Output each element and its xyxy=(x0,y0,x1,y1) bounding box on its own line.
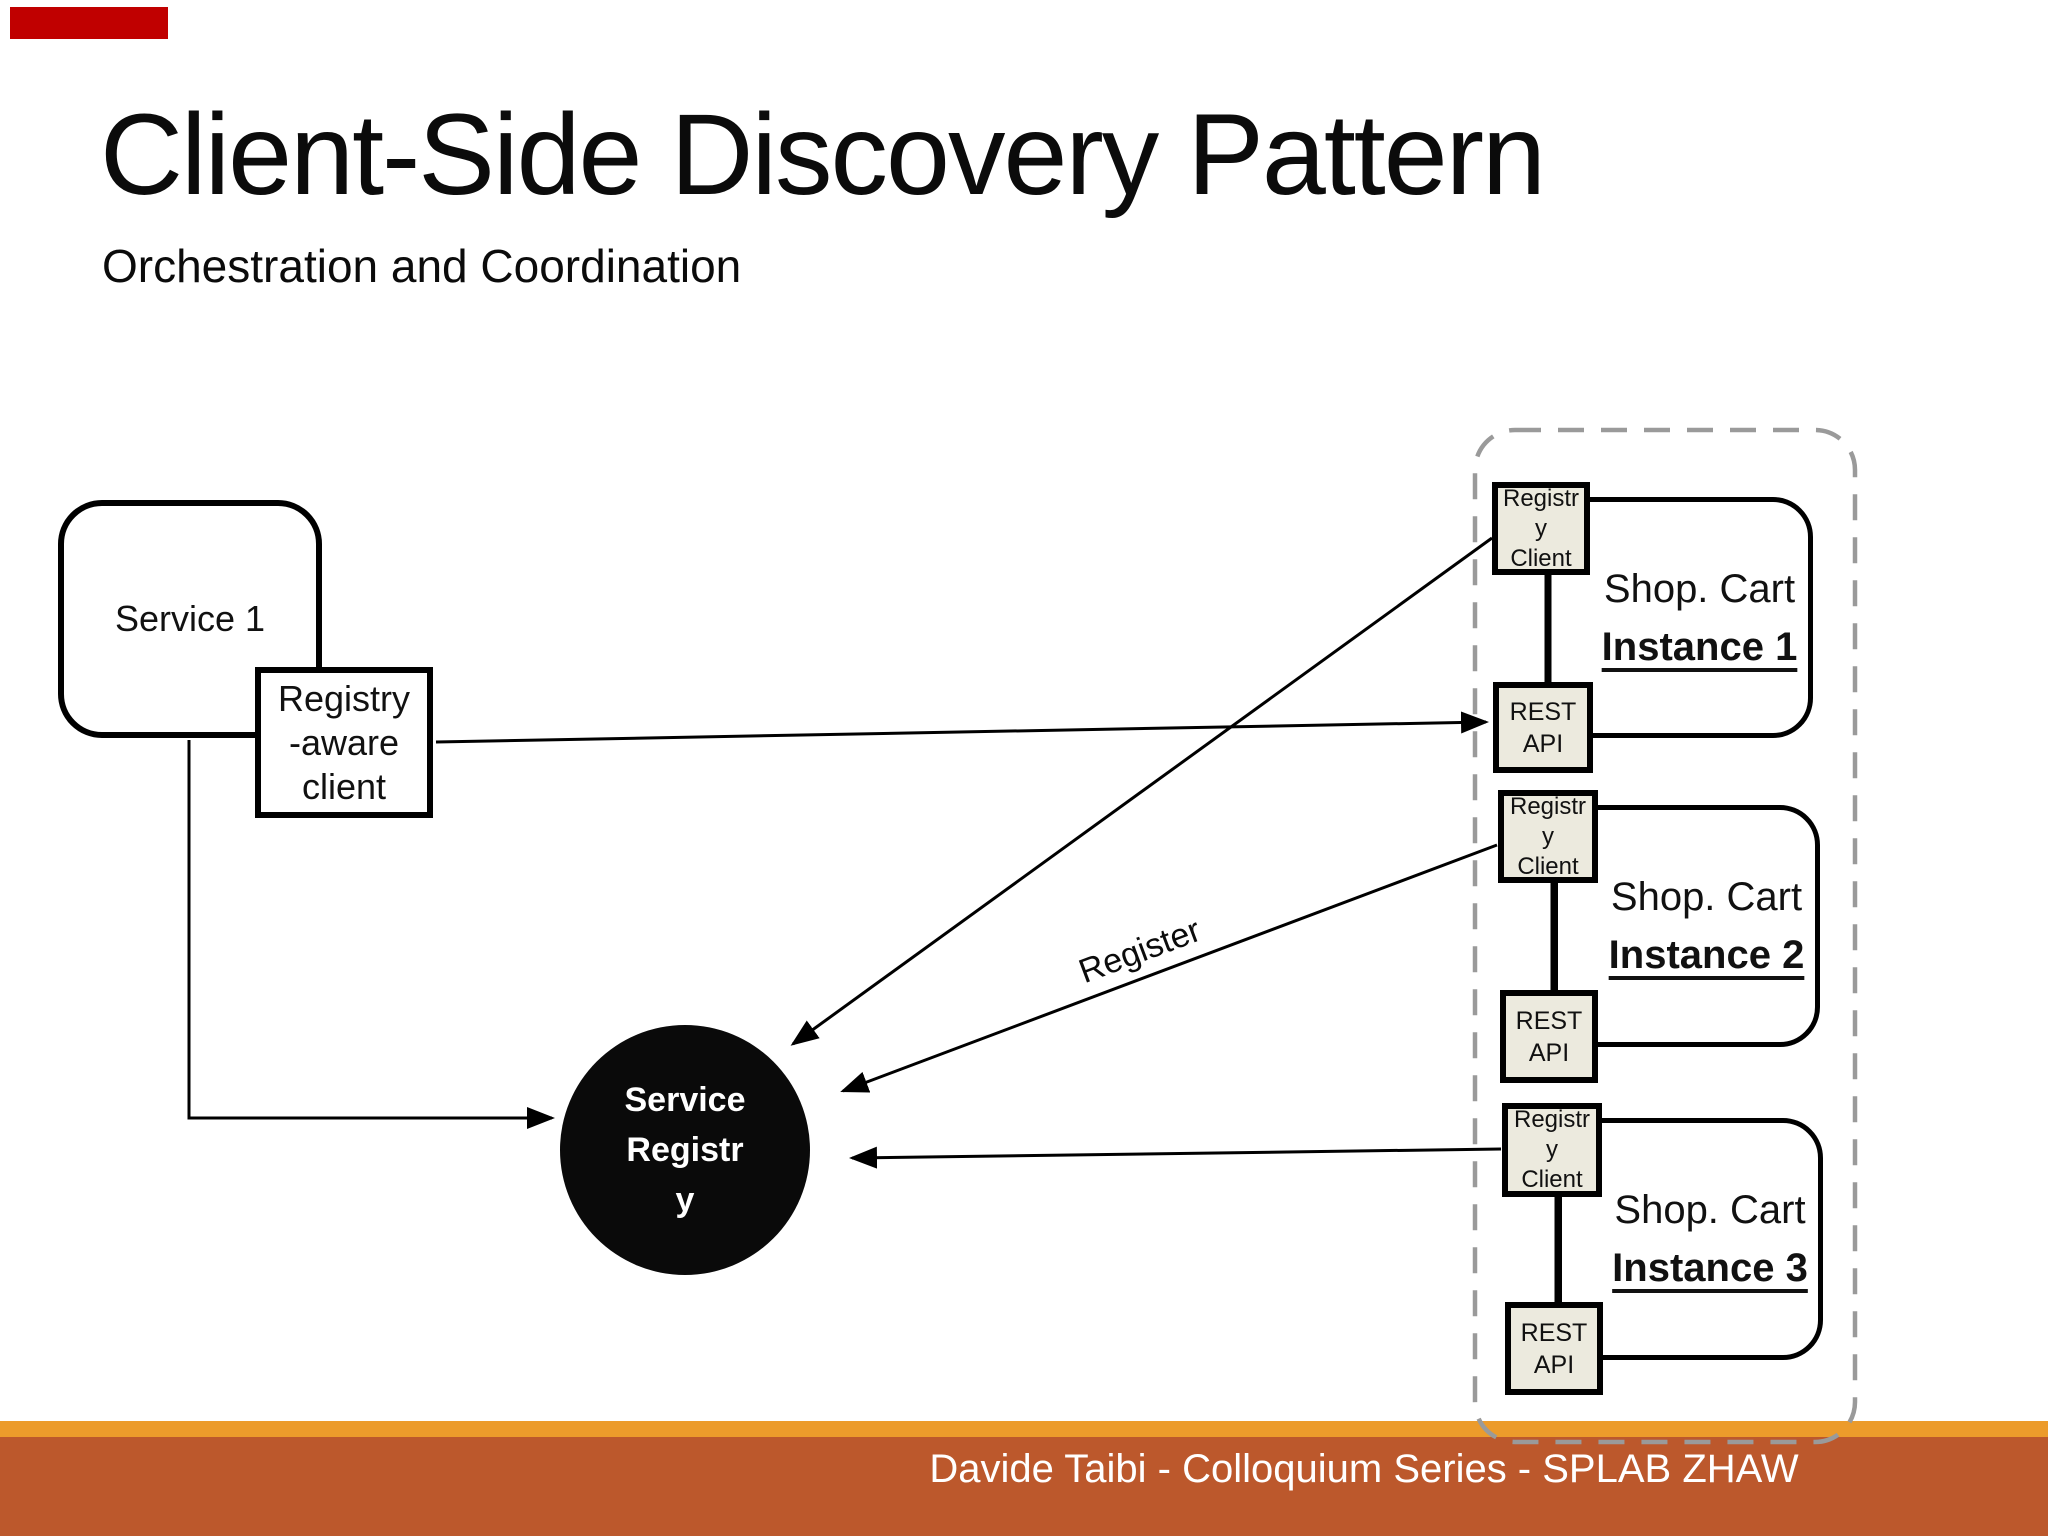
rest-api-3-line2: API xyxy=(1533,1350,1575,1379)
registry-client-box-2: Registr y Client xyxy=(1498,790,1598,883)
registry-client-2-label: Registr y Client xyxy=(1510,792,1586,882)
rest-api-1-label: REST API xyxy=(1510,696,1577,760)
registry-client-1-line3: Client xyxy=(1510,544,1572,572)
service-registry-label: Service Registr y xyxy=(625,1075,746,1225)
service1-label: Service 1 xyxy=(114,598,266,639)
service-registry-line1: Service xyxy=(624,1081,746,1119)
red-corner-marker xyxy=(10,7,168,39)
arrow-client-to-restapi1 xyxy=(435,711,1489,744)
registry-client-3-line2: y xyxy=(1546,1136,1558,1163)
shop-cart-2-line1: Shop. Cart xyxy=(1610,875,1803,919)
registry-client-1-label: Registr y Client xyxy=(1503,484,1579,574)
registry-client-2-line1: Registr xyxy=(1509,792,1587,820)
rest-api-3-line1: REST xyxy=(1520,1318,1588,1347)
registry-client-3-label: Registr y Client xyxy=(1514,1105,1590,1195)
rest-api-box-2: REST API xyxy=(1500,990,1598,1083)
footer-credit: Davide Taibi - Colloquium Series - SPLAB… xyxy=(929,1447,1799,1491)
registry-client-1-line1: Registr xyxy=(1502,484,1580,512)
instances-dashed-container xyxy=(1472,427,1858,1445)
registry-client-2-line2: y xyxy=(1542,822,1554,850)
shop-cart-2-line2: Instance 2 xyxy=(1608,933,1805,977)
rest-api-1-line2: API xyxy=(1522,729,1564,758)
page-subtitle: Orchestration and Coordination xyxy=(102,240,742,292)
arrow-registryclient2-to-registry xyxy=(840,843,1498,1093)
arrow-service1-to-registry xyxy=(187,740,555,1129)
page-title: Client-Side Discovery Pattern xyxy=(100,91,1546,219)
rest-api-box-1: REST API xyxy=(1493,682,1593,773)
registry-aware-client-label: Registry -aware client xyxy=(278,677,410,809)
rest-api-3-label: REST API xyxy=(1521,1317,1588,1381)
rest-api-1-line1: REST xyxy=(1509,697,1577,726)
shop-cart-1-line2: Instance 1 xyxy=(1601,624,1798,669)
registry-client-2-line3: Client xyxy=(1517,852,1579,880)
registry-client-3-line1: Registr xyxy=(1513,1106,1591,1133)
rest-api-2-line1: REST xyxy=(1515,1006,1583,1035)
service-registry-node: Service Registr y xyxy=(560,1025,810,1275)
rest-api-2-label: REST API xyxy=(1516,1005,1583,1069)
service-registry-line3: y xyxy=(675,1181,695,1219)
registry-client-box-1: Registr y Client xyxy=(1492,482,1590,575)
registry-client-3-line3: Client xyxy=(1521,1166,1583,1193)
service1-node: Service 1 xyxy=(58,500,322,738)
rest-api-2-line2: API xyxy=(1528,1038,1570,1067)
registry-aware-client-node: Registry -aware client xyxy=(255,667,433,818)
footer-bar xyxy=(0,1437,2048,1536)
shop-cart-1-line1: Shop. Cart xyxy=(1603,566,1796,611)
service-registry-line2: Registr xyxy=(626,1131,744,1169)
registry-aware-line1: Registry xyxy=(277,677,411,719)
arrow-registryclient1-to-registry xyxy=(790,536,1493,1046)
rest-api-box-3: REST API xyxy=(1505,1302,1603,1395)
registry-aware-line3: client xyxy=(301,765,387,807)
registry-client-1-line2: y xyxy=(1535,514,1547,542)
arrow-registryclient3-to-registry xyxy=(849,1146,1502,1169)
registry-client-box-3: Registr y Client xyxy=(1502,1103,1602,1197)
footer-accent-strip xyxy=(0,1421,2048,1437)
shop-cart-3-line2: Instance 3 xyxy=(1612,1246,1808,1290)
shop-cart-3-line1: Shop. Cart xyxy=(1614,1188,1806,1232)
registry-aware-line2: -aware xyxy=(288,721,400,763)
